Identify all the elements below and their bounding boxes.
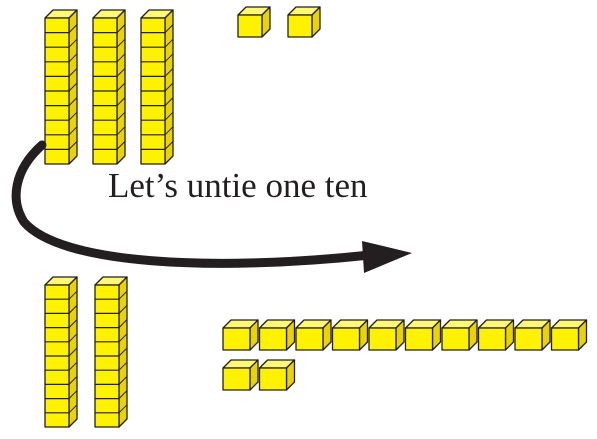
one-cube-after bbox=[368, 319, 405, 351]
base-ten-blocks bbox=[44, 6, 588, 428]
one-cube-after bbox=[514, 319, 551, 351]
ten-rod-after bbox=[94, 276, 128, 428]
one-cube-before bbox=[237, 6, 271, 38]
ten-rod-before bbox=[44, 9, 78, 165]
one-cube-after bbox=[258, 359, 296, 391]
one-cube-before bbox=[287, 6, 321, 38]
untie-arrow-icon bbox=[11, 140, 375, 268]
one-cube-after bbox=[477, 319, 515, 351]
one-cube-after bbox=[295, 319, 332, 351]
ten-rod-before bbox=[92, 9, 126, 165]
one-cube-after bbox=[258, 319, 296, 351]
one-cube-after bbox=[550, 319, 588, 351]
one-cube-after bbox=[441, 319, 478, 351]
arrow-head-icon bbox=[362, 241, 412, 273]
ten-rod-after bbox=[44, 276, 78, 428]
ten-rod-before bbox=[140, 9, 174, 165]
one-cube-after bbox=[222, 359, 259, 391]
one-cube-after bbox=[331, 319, 369, 351]
one-cube-after bbox=[404, 319, 442, 351]
untie-caption: Let’s untie one ten bbox=[108, 166, 368, 205]
one-cube-after bbox=[222, 319, 259, 351]
